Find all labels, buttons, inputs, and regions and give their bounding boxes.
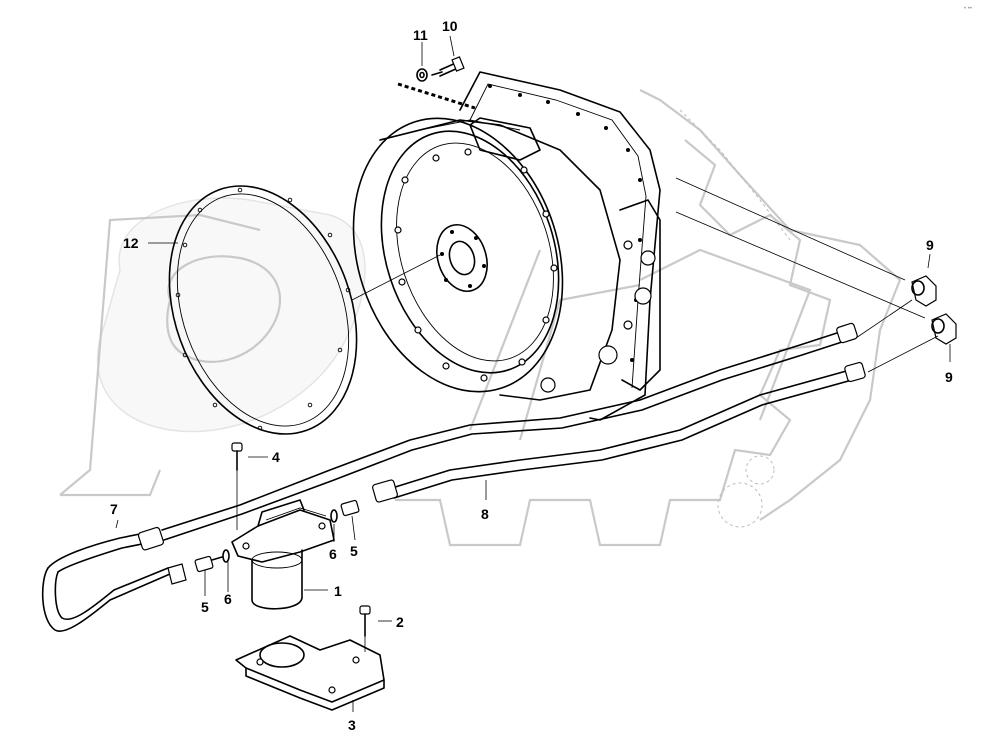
transmission-housing <box>352 71 791 528</box>
callout-1: 1 <box>334 583 342 599</box>
filter-canister <box>251 549 303 610</box>
callout-4: 4 <box>272 449 280 465</box>
callout-12: 12 <box>123 235 139 251</box>
mounting-bracket-3 <box>235 635 385 711</box>
watermark-gear <box>395 89 902 547</box>
callout-2: 2 <box>396 614 404 630</box>
leader-lines <box>115 35 951 712</box>
callout-11: 11 <box>413 27 428 43</box>
callout-9-top: 9 <box>926 237 934 253</box>
callout-5-right: 5 <box>350 543 358 559</box>
elbow-9-top <box>911 275 937 307</box>
gasket <box>168 185 358 435</box>
callout-6-left: 6 <box>224 591 232 607</box>
bolt-4 <box>231 442 243 471</box>
hose-7 <box>41 322 858 632</box>
callout-9-bottom: 9 <box>945 369 953 385</box>
washer-6-left <box>222 549 230 563</box>
filter-head <box>231 499 335 563</box>
washer-11 <box>416 68 428 82</box>
fitting-5-left <box>194 555 223 573</box>
callout-8: 8 <box>481 506 489 522</box>
fitting-5-right <box>340 499 360 517</box>
callout-6-right: 6 <box>329 546 337 562</box>
bolt-10 <box>431 56 465 77</box>
callout-3: 3 <box>348 717 356 733</box>
hose-8 <box>372 361 866 503</box>
bolt-2 <box>359 605 371 637</box>
callout-7: 7 <box>110 501 118 517</box>
callout-5-left: 5 <box>201 599 209 615</box>
watermark-logo <box>59 197 812 497</box>
washer-6-right <box>330 509 338 523</box>
corner-mark: • •• <box>964 6 972 12</box>
elbow-9-bottom <box>931 313 957 345</box>
callout-10: 10 <box>442 18 458 34</box>
